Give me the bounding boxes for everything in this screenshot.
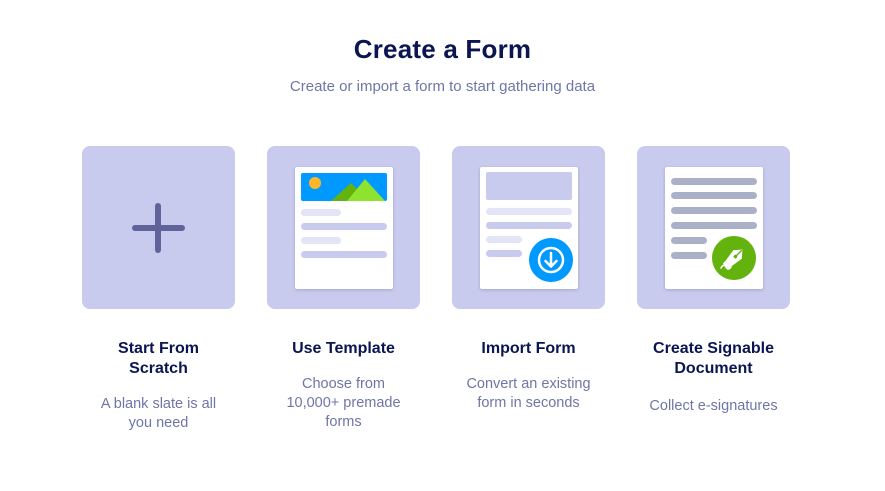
card-title-line: Import Form <box>481 340 576 357</box>
page-subtitle: Create or import a form to start gatheri… <box>289 78 596 95</box>
template-line <box>301 209 341 216</box>
import-line <box>486 250 522 257</box>
signable-line <box>671 252 707 259</box>
import-form-tile[interactable] <box>452 146 605 309</box>
signable-line <box>671 207 757 214</box>
import-form-card[interactable]: Import Form Convert an existing form in … <box>452 146 605 413</box>
import-line <box>486 236 522 243</box>
template-line <box>301 251 387 258</box>
import-header-block <box>486 172 572 200</box>
card-title-line: Scratch <box>129 360 188 377</box>
import-form-title: Import Form <box>452 339 605 359</box>
template-line <box>301 237 341 244</box>
card-desc-line: Convert an existing <box>466 376 591 392</box>
card-desc-line: Collect e-signatures <box>649 398 778 414</box>
create-signable-document-title: Create Signable Document <box>637 339 790 379</box>
template-icon <box>295 167 393 289</box>
download-icon <box>529 238 573 282</box>
pen-icon <box>712 236 756 280</box>
use-template-tile[interactable] <box>267 146 420 309</box>
card-desc-line: Choose from <box>301 376 385 392</box>
import-line <box>486 208 572 215</box>
template-line <box>301 223 387 230</box>
signable-line <box>671 237 707 244</box>
card-desc-line: form in seconds <box>477 395 580 411</box>
create-signable-document-card[interactable]: Create Signable Document Collect e-signa… <box>637 146 790 416</box>
card-desc-line: 10,000+ premade <box>286 395 401 411</box>
create-signable-document-description: Collect e-signatures <box>637 397 790 416</box>
import-line <box>486 222 572 229</box>
start-from-scratch-card[interactable]: Start From Scratch A blank slate is all … <box>82 146 235 433</box>
import-form-description: Convert an existing form in seconds <box>452 375 605 413</box>
signable-line <box>671 178 757 185</box>
use-template-description: Choose from 10,000+ premade forms <box>267 375 420 432</box>
plus-icon <box>132 203 185 253</box>
use-template-title: Use Template <box>267 339 420 359</box>
start-from-scratch-title: Start From Scratch <box>82 339 235 379</box>
card-title-line: Start From <box>118 340 199 357</box>
image-placeholder-icon <box>301 173 387 201</box>
card-title-line: Create Signable <box>653 340 774 357</box>
card-desc-line: A blank slate is all <box>100 396 217 412</box>
signable-line <box>671 222 757 229</box>
card-title-line: Use Template <box>292 340 395 357</box>
signable-line <box>671 192 757 199</box>
start-from-scratch-description: A blank slate is all you need <box>82 395 235 433</box>
card-desc-line: you need <box>128 415 189 431</box>
start-from-scratch-tile[interactable] <box>82 146 235 309</box>
use-template-card[interactable]: Use Template Choose from 10,000+ premade… <box>267 146 420 432</box>
card-title-line: Document <box>674 360 753 377</box>
page-title: Create a Form <box>353 34 532 64</box>
create-signable-document-tile[interactable] <box>637 146 790 309</box>
card-desc-line: forms <box>325 414 362 430</box>
import-document-icon <box>480 167 578 289</box>
